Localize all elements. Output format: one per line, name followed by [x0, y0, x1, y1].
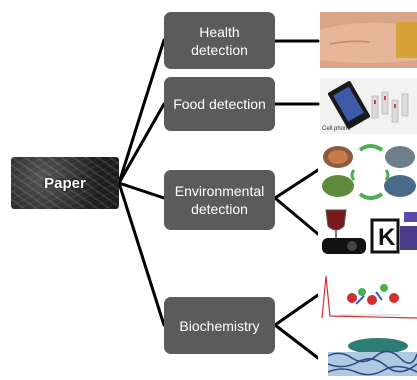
connector-root-biochemistry [117, 181, 166, 327]
root-node-label: Paper [44, 174, 86, 192]
connector-root-health [117, 38, 166, 185]
connector-biochemistry-image-1 [273, 293, 320, 327]
connector-biochemistry-image-2 [273, 323, 320, 360]
connector-root-environmental [117, 181, 166, 200]
branch-node-health-detection: Health detection [164, 12, 275, 69]
biochemistry-fiber-image [318, 330, 417, 378]
kit-letter: K [378, 224, 396, 251]
phone-caption: Cell phone [322, 126, 351, 132]
root-node-paper: Paper [11, 157, 119, 209]
health-detection-image [320, 12, 417, 68]
branch-label-line2: detection [191, 201, 248, 217]
connector-lines [117, 38, 320, 360]
branch-node-environmental-detection: Environmental detection [164, 170, 275, 230]
branch-label-line2: detection [191, 41, 248, 58]
connector-environmental-image-1 [273, 168, 320, 200]
branch-label-line1: Food detection [173, 96, 266, 112]
environmental-kit-image: K [318, 205, 417, 263]
branch-node-food-detection: Food detection [164, 77, 275, 131]
biochemistry-graph-image [318, 270, 417, 322]
branch-label-line1: Health [199, 23, 240, 40]
food-detection-image: Cell phone [320, 78, 417, 134]
branch-node-biochemistry: Biochemistry [164, 297, 275, 354]
branch-label-line1: Environmental [174, 183, 265, 199]
environmental-cycle-image [318, 140, 417, 200]
connector-environmental-image-2 [273, 196, 320, 236]
branch-label-line1: Biochemistry [179, 317, 260, 334]
connector-root-food [117, 102, 166, 185]
